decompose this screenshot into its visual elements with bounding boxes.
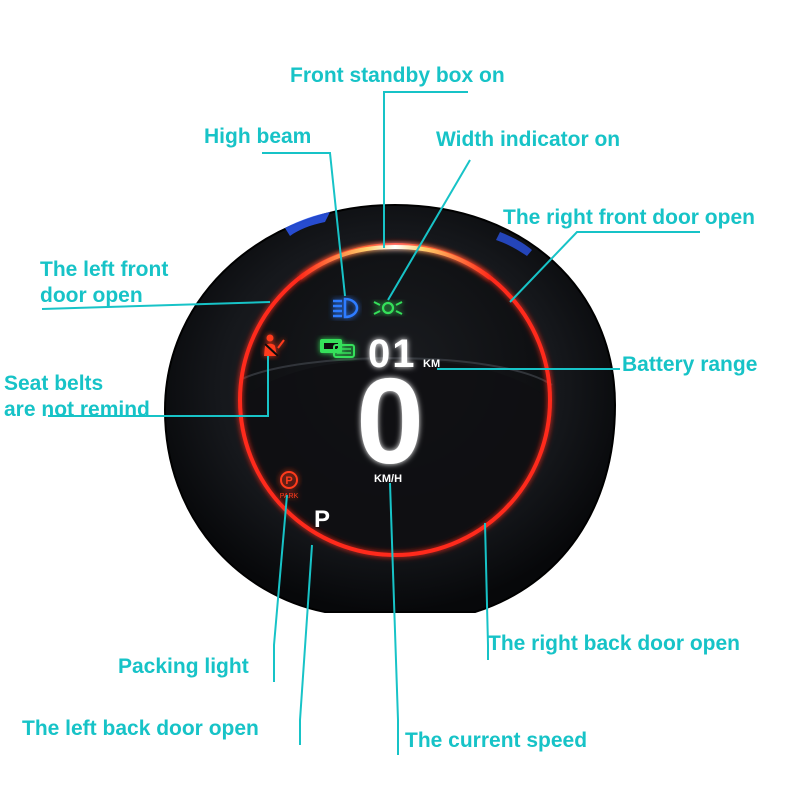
label-left-front-door-line1: The left front [40, 258, 169, 281]
top-glow [298, 244, 492, 280]
label-front-standby: Front standby box on [290, 64, 505, 87]
label-packing-light: Packing light [118, 655, 249, 678]
leader-right-back-door [484, 522, 489, 660]
speed-unit: KM/H [374, 473, 402, 485]
leader-current-speed [389, 482, 399, 755]
label-left-front-door: The left front door open [40, 257, 168, 309]
label-seat-belts-line1: Seat belts [4, 372, 104, 395]
leader-right-front-door [509, 231, 700, 303]
label-width-indicator: Width indicator on [436, 128, 621, 151]
label-left-front-door-line2: door open [40, 284, 143, 307]
leader-high-beam [262, 152, 346, 297]
leader-packing-light [273, 494, 288, 682]
leader-seat-belt [48, 356, 269, 417]
label-seat-belts: Seat belts are not remind [4, 371, 150, 423]
width-indicator-icon [373, 301, 403, 315]
gear-indicator: P [314, 506, 330, 533]
parking-brake-icon: P PARK [280, 471, 299, 500]
front-standby-box-icon [320, 339, 355, 358]
leader-lines [41, 91, 700, 755]
blue-reflection [285, 212, 330, 236]
label-seat-belts-line2: are not remind [4, 398, 150, 421]
park-label: PARK [280, 493, 299, 500]
label-right-back-door: The right back door open [488, 632, 741, 655]
leader-left-front-door [41, 301, 271, 310]
high-beam-icon [333, 297, 359, 319]
label-current-speed: The current speed [405, 729, 588, 752]
range-unit: KM [423, 358, 440, 370]
seat-belt-icon [264, 334, 285, 357]
range-value: 01 [368, 332, 417, 376]
label-left-back-door: The left back door open [22, 717, 259, 740]
label-right-front-door: The right front door open [503, 206, 755, 229]
speed-value: 0 [356, 353, 424, 489]
leader-left-back-door [299, 544, 313, 745]
leader-front-standby [383, 91, 468, 248]
label-high-beam: High beam [204, 125, 312, 148]
park-symbol: P [285, 475, 292, 487]
label-battery-range: Battery range [622, 353, 758, 376]
leader-width-indicator [387, 159, 471, 301]
